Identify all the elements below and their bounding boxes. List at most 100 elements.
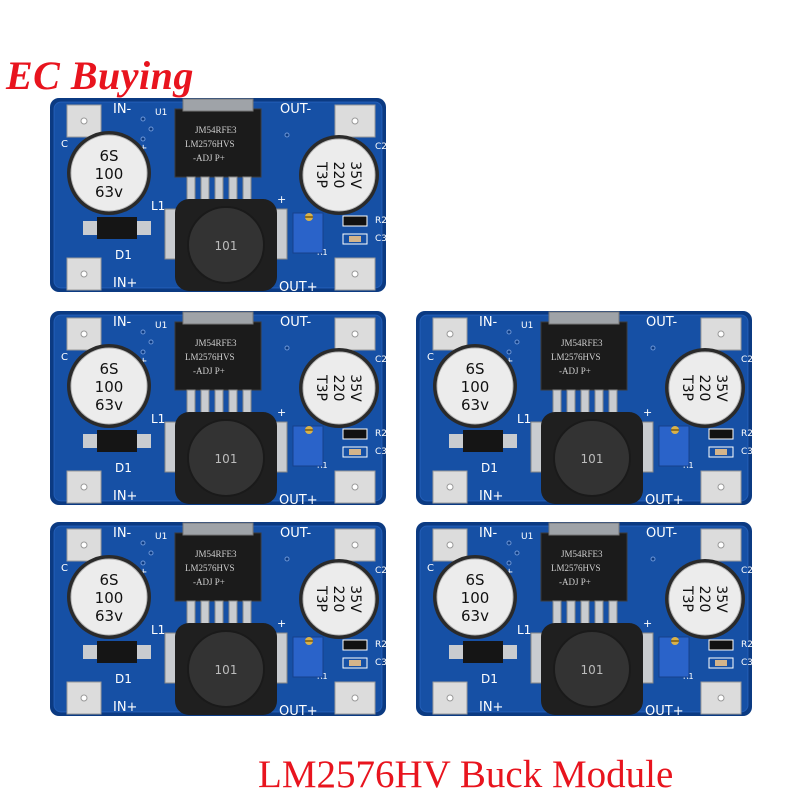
label-in-minus: IN- (113, 102, 132, 117)
label-l1: L1 (151, 623, 165, 637)
chip-marking-2: LM2576HVS (185, 139, 235, 149)
cap-out-text-1: 35V (713, 374, 729, 402)
label-plus-out: + (643, 406, 652, 419)
label-c1: C (61, 352, 68, 363)
cap-in-text-3: 63v (95, 396, 123, 414)
brand-logo-text: EC Buying (6, 53, 194, 98)
label-d1: D1 (115, 248, 132, 262)
label-out-plus: OUT+ (645, 704, 684, 719)
label-u1: U1 (155, 532, 167, 542)
label-out-plus: OUT+ (645, 493, 684, 508)
label-u1: U1 (155, 321, 167, 331)
label-l1: L1 (151, 412, 165, 426)
cap-in-text-3: 63v (461, 396, 489, 414)
trimmer-potentiometer (292, 425, 324, 467)
cap-in-text-2: 100 (461, 589, 490, 607)
lm2576-module-1: IN- IN+ OUT- OUT+ U1 C C2 R2 C3 R1 L1 D1… (47, 95, 389, 295)
pcb-board-graphic: IN- IN+ OUT- OUT+ U1 C C2 R2 C3 R1 L1 D1… (50, 98, 387, 295)
label-c3: C3 (375, 234, 387, 244)
label-plus-out: + (277, 193, 286, 206)
label-l1: L1 (151, 199, 165, 213)
inductor-marking: 101 (581, 663, 604, 677)
label-c1: C (61, 139, 68, 150)
cap-out-text-2: 220 (330, 162, 346, 189)
label-l1: L1 (517, 623, 531, 637)
cap-out-text-2: 220 (696, 375, 712, 402)
label-c3: C3 (375, 658, 387, 668)
lm2576-module-4: IN- IN+ OUT- OUT+ U1 C C2 R2 C3 R1 L1 D1… (47, 519, 389, 719)
cap-out-text-1: 35V (713, 585, 729, 613)
cap-in-text-1: 6S (465, 360, 484, 378)
label-plus-out: + (643, 617, 652, 630)
label-in-minus: IN- (113, 315, 132, 330)
label-c2: C2 (741, 355, 753, 365)
diode-d1 (97, 641, 137, 663)
pcb-board-graphic: IN- IN+ OUT- OUT+ U1 C C2 R2 C3 R1 L1 D1… (416, 311, 753, 508)
cap-in-text-1: 6S (99, 360, 118, 378)
lm2576-module-3: IN- IN+ OUT- OUT+ U1 C C2 R2 C3 R1 L1 D1… (413, 308, 755, 508)
label-r2: R2 (375, 216, 387, 226)
regulator-chip (174, 108, 262, 178)
cap-in-text-2: 100 (461, 378, 490, 396)
label-d1: D1 (481, 461, 498, 475)
regulator-chip (540, 321, 628, 391)
label-plus-in: + (139, 356, 147, 367)
cap-out-text-2: 220 (696, 586, 712, 613)
product-caption: LM2576HV Buck Module (258, 753, 674, 796)
chip-marking-2: LM2576HVS (551, 352, 601, 362)
label-d1: D1 (481, 672, 498, 686)
cap-in-text-2: 100 (95, 165, 124, 183)
cap-out-text-3: T3P (679, 374, 695, 401)
chip-marking-1: JM54RFE3 (195, 338, 237, 348)
label-r2: R2 (375, 640, 387, 650)
cap-in-text-1: 6S (465, 571, 484, 589)
label-c1: C (427, 563, 434, 574)
chip-marking-2: LM2576HVS (551, 563, 601, 573)
chip-marking-3: -ADJ P+ (193, 153, 225, 163)
label-r2: R2 (741, 429, 753, 439)
label-u1: U1 (155, 108, 167, 118)
label-out-plus: OUT+ (279, 704, 318, 719)
cap-in-text-1: 6S (99, 147, 118, 165)
chip-marking-3: -ADJ P+ (193, 366, 225, 376)
label-d1: D1 (115, 461, 132, 475)
label-in-plus: IN+ (113, 700, 137, 715)
cap-out-text-2: 220 (330, 586, 346, 613)
cap-in-text-1: 6S (99, 571, 118, 589)
label-in-plus: IN+ (113, 489, 137, 504)
label-out-minus: OUT- (280, 315, 311, 330)
label-c1: C (61, 563, 68, 574)
label-l1: L1 (517, 412, 531, 426)
cap-out-text-1: 35V (347, 161, 363, 189)
chip-marking-2: LM2576HVS (185, 352, 235, 362)
label-plus-in: + (139, 567, 147, 578)
label-out-minus: OUT- (646, 315, 677, 330)
pad-in-plus (66, 257, 102, 291)
cap-in-text-3: 63v (95, 183, 123, 201)
regulator-chip (174, 321, 262, 391)
label-out-plus: OUT+ (279, 280, 318, 295)
cap-in-text-2: 100 (95, 378, 124, 396)
label-in-minus: IN- (479, 315, 498, 330)
pcb-board-graphic: IN- IN+ OUT- OUT+ U1 C C2 R2 C3 R1 L1 D1… (50, 522, 387, 719)
cap-out-text-2: 220 (330, 375, 346, 402)
label-out-minus: OUT- (280, 526, 311, 541)
chip-marking-1: JM54RFE3 (195, 549, 237, 559)
label-u1: U1 (521, 532, 533, 542)
cap-out-text-3: T3P (313, 585, 329, 612)
label-in-plus: IN+ (113, 276, 137, 291)
label-plus-in: + (505, 567, 513, 578)
label-in-plus: IN+ (479, 700, 503, 715)
inductor-marking: 101 (215, 452, 238, 466)
lm2576-module-2: IN- IN+ OUT- OUT+ U1 C C2 R2 C3 R1 L1 D1… (47, 308, 389, 508)
cap-out-text-3: T3P (313, 374, 329, 401)
cap-out-text-3: T3P (313, 161, 329, 188)
label-c3: C3 (375, 447, 387, 457)
inductor-marking: 101 (581, 452, 604, 466)
chip-marking-1: JM54RFE3 (561, 338, 603, 348)
label-d1: D1 (115, 672, 132, 686)
cap-out-text-1: 35V (347, 374, 363, 402)
diode-d1 (463, 430, 503, 452)
cap-out-text-1: 35V (347, 585, 363, 613)
diode-d1 (97, 430, 137, 452)
